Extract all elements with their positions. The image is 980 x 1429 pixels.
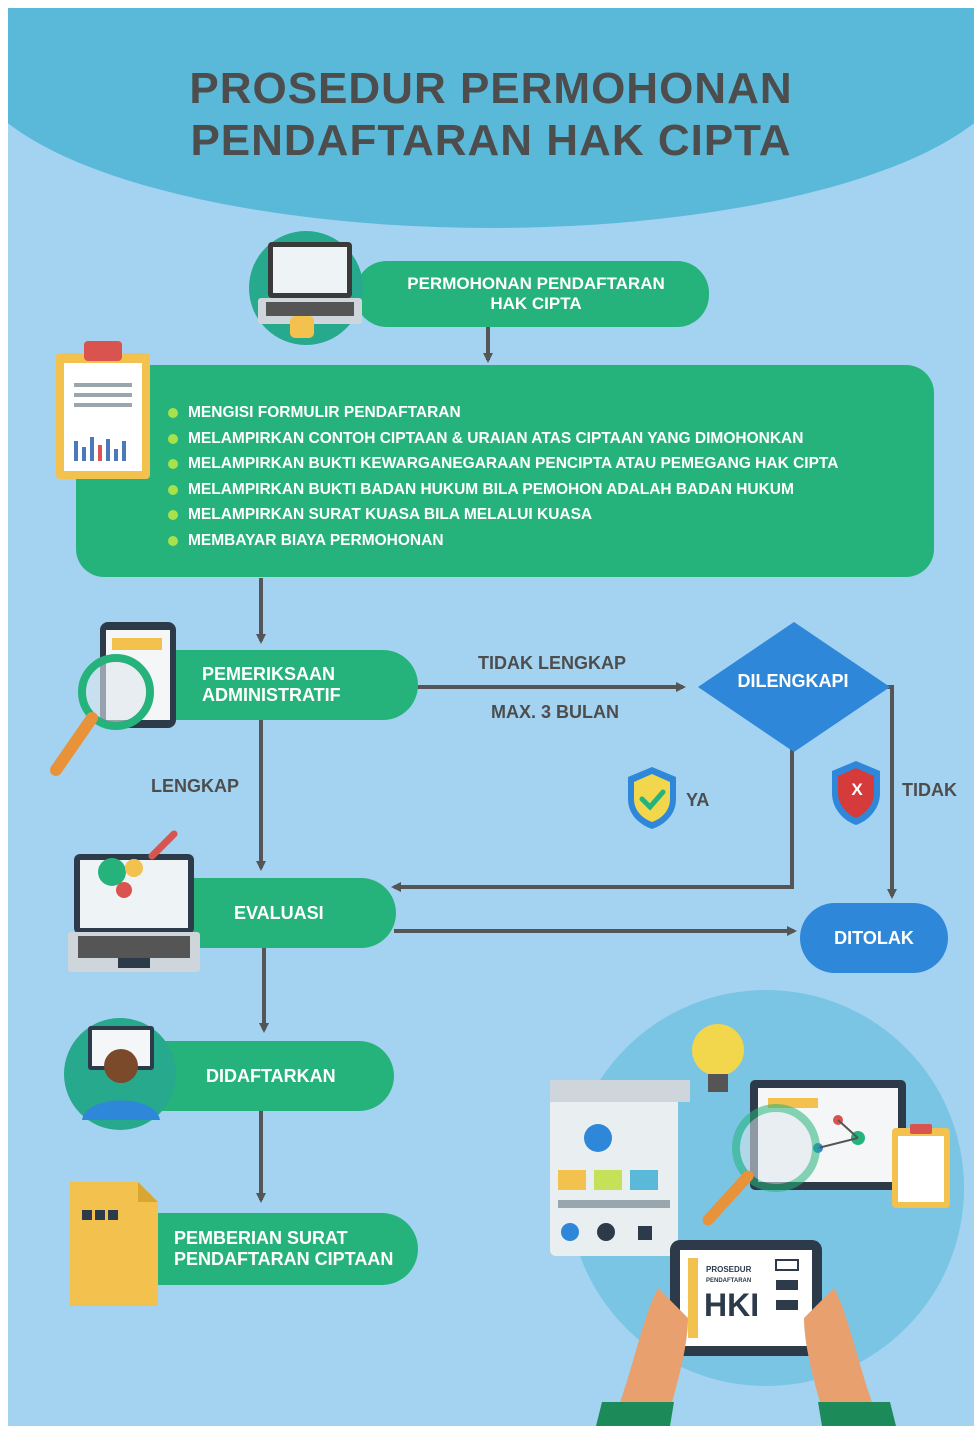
title-line-1: PROSEDUR PERMOHONAN bbox=[189, 64, 793, 113]
label-tidak: TIDAK bbox=[902, 780, 957, 800]
page-title: PROSEDUR PERMOHONAN PENDAFTARAN HAK CIPT… bbox=[8, 63, 974, 167]
x-shield-icon bbox=[832, 761, 880, 825]
requirement-item: MELAMPIRKAN BUKTI BADAN HUKUM BILA PEMOH… bbox=[168, 477, 838, 503]
step-evaluasi: EVALUASI bbox=[188, 878, 396, 948]
requirements-box bbox=[76, 365, 934, 577]
x-mark-label: X bbox=[851, 780, 863, 799]
decision-diamond bbox=[698, 622, 890, 752]
label-lengkap: LENGKAP bbox=[151, 776, 240, 796]
tablet-line-2: PENDAFTARAN bbox=[706, 1278, 751, 1284]
requirement-item: MELAMPIRKAN BUKTI KEWARGANEGARAAN PENCIP… bbox=[168, 451, 838, 477]
step-pemeriksaan: PEMERIKSAAN ADMINISTRATIF bbox=[168, 650, 418, 720]
step-permohonan-line-2: HAK CIPTA bbox=[490, 294, 582, 313]
step-evaluasi-label: EVALUASI bbox=[234, 902, 324, 923]
title-header-shape bbox=[8, 8, 974, 228]
tablet-line-1: PROSEDUR bbox=[706, 1265, 752, 1274]
step-permohonan-line-1: PERMOHONAN PENDAFTARAN bbox=[407, 274, 665, 293]
requirement-item: MELAMPIRKAN SURAT KUASA BILA MELALUI KUA… bbox=[168, 502, 838, 528]
infographic: PROSEDUR PERMOHONAN PENDAFTARAN HAK CIPT… bbox=[8, 8, 974, 1426]
requirement-item: MELAMPIRKAN CONTOH CIPTAAN & URAIAN ATAS… bbox=[168, 426, 838, 452]
flow-connectors bbox=[256, 326, 897, 1203]
tablet-hki-text: HKI bbox=[704, 1287, 759, 1323]
step-permohonan: PERMOHONAN PENDAFTARAN HAK CIPTA bbox=[355, 261, 709, 327]
requirement-item: MENGISI FORMULIR PENDAFTARAN bbox=[168, 400, 838, 426]
arrow-ya-to-evaluasi bbox=[391, 748, 794, 892]
step-pemeriksaan-line-2: ADMINISTRATIF bbox=[202, 685, 341, 705]
document-folder-icon bbox=[70, 1182, 158, 1306]
decision-dilengkapi-label: DILENGKAPI bbox=[737, 671, 849, 691]
step-pemberian-line-1: PEMBERIAN SURAT bbox=[174, 1228, 348, 1248]
user-monitor-icon bbox=[64, 1018, 176, 1130]
step-ditolak-label: DITOLAK bbox=[834, 927, 914, 948]
title-line-2: PENDAFTARAN HAK CIPTA bbox=[190, 116, 792, 165]
requirement-item: MEMBAYAR BIAYA PERMOHONAN bbox=[168, 528, 838, 554]
step-didaftarkan: DIDAFTARKAN bbox=[160, 1041, 394, 1111]
magnifier-document-icon bbox=[50, 622, 176, 776]
clipboard-icon bbox=[56, 341, 150, 479]
step-pemberian-line-2: PENDAFTARAN CIPTAAN bbox=[174, 1249, 394, 1269]
label-ya: YA bbox=[686, 790, 710, 810]
hki-illustration: PROSEDUR PENDAFTARAN HKI bbox=[550, 990, 964, 1426]
label-max-bulan: MAX. 3 BULAN bbox=[491, 702, 620, 722]
step-ditolak: DITOLAK bbox=[800, 903, 948, 973]
step-pemeriksaan-line-1: PEMERIKSAAN bbox=[202, 664, 336, 684]
label-tidak-lengkap: TIDAK LENGKAP bbox=[478, 653, 626, 673]
requirements-list: MENGISI FORMULIR PENDAFTARAN MELAMPIRKAN… bbox=[168, 400, 838, 553]
laptop-icon bbox=[249, 231, 363, 345]
step-pemberian: PEMBERIAN SURAT PENDAFTARAN CIPTAAN bbox=[158, 1213, 418, 1285]
check-shield-icon bbox=[628, 767, 676, 829]
step-didaftarkan-label: DIDAFTARKAN bbox=[206, 1065, 336, 1086]
laptop-gears-icon bbox=[68, 830, 200, 972]
